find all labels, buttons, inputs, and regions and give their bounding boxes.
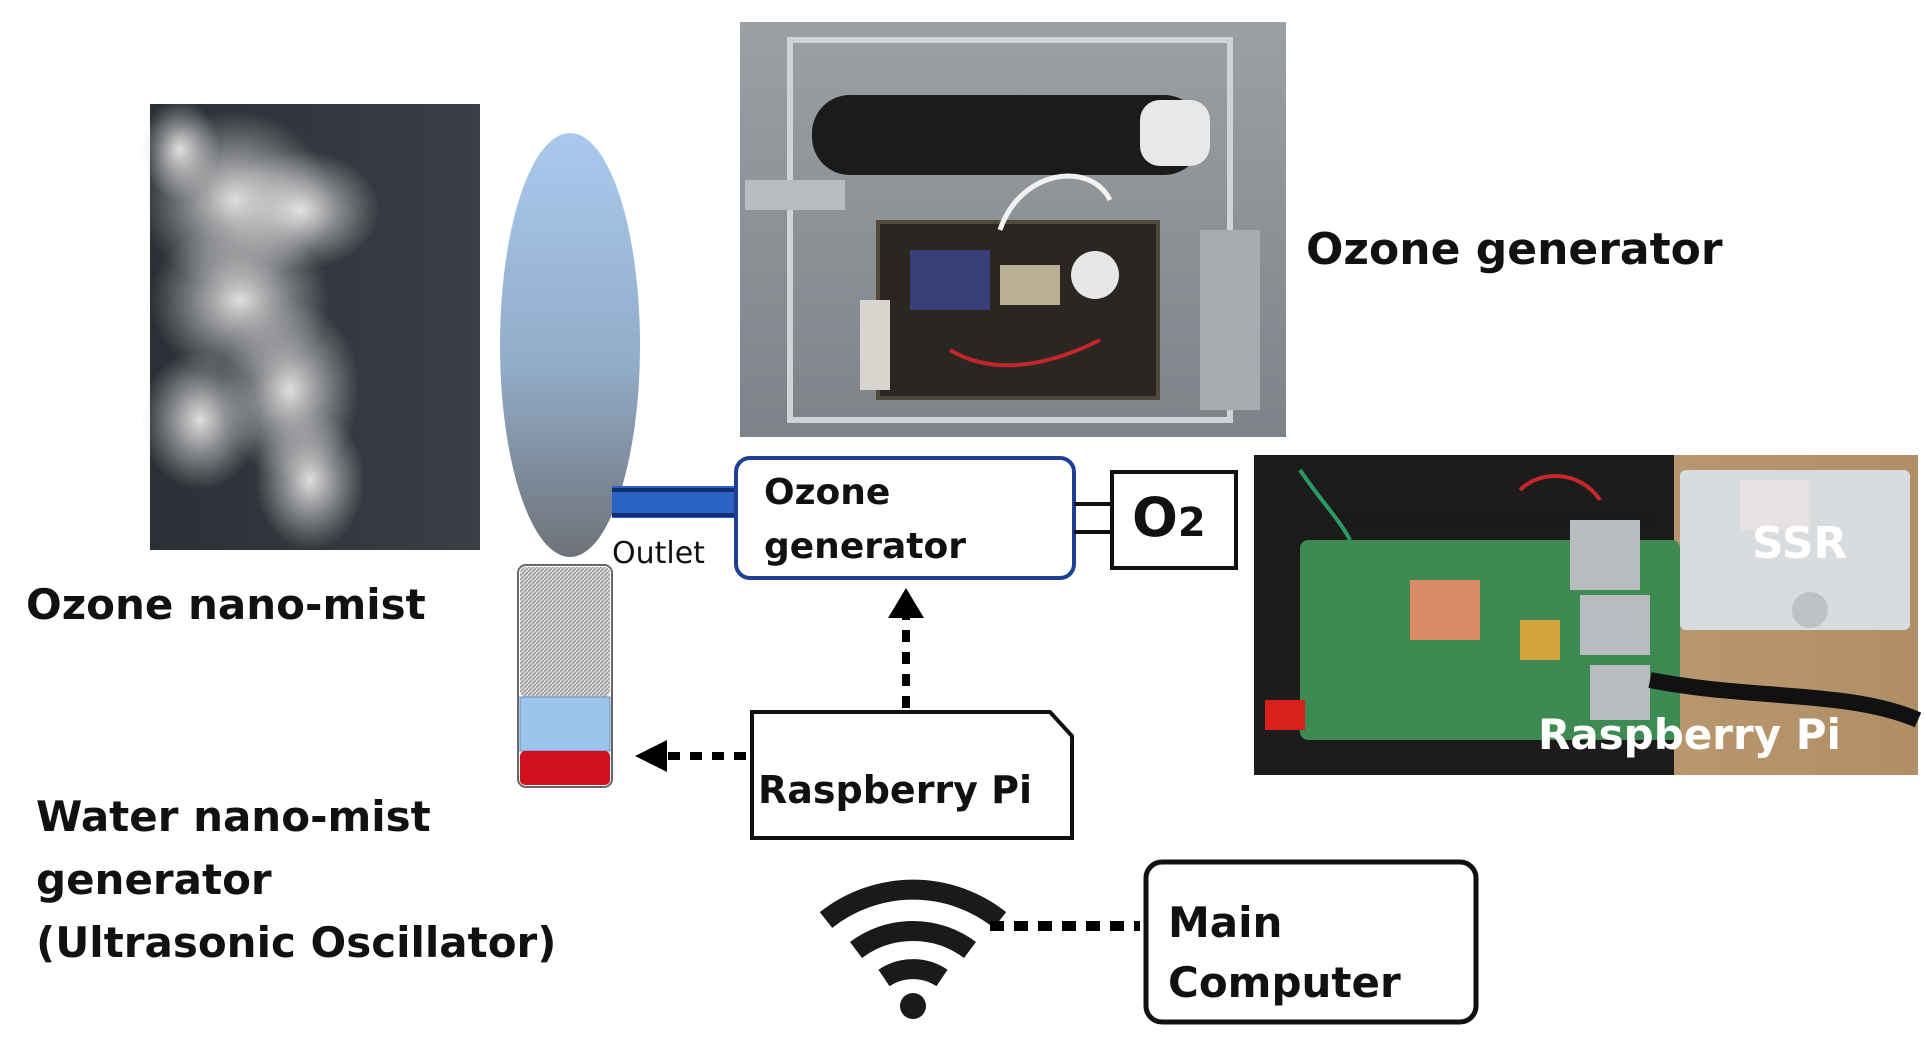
ssr-label: SSR	[1752, 518, 1848, 569]
ozone-generator-box	[734, 456, 1076, 580]
ozone-nanomist-label: Ozone nano-mist	[26, 580, 426, 629]
water-generator-label-line1: Water nano-mist	[36, 792, 431, 841]
main-computer-box	[1143, 859, 1479, 1025]
o2-subscript: 2	[1177, 500, 1206, 546]
mist-plume	[500, 133, 640, 557]
ozone-generator-box-label-line1: Ozone	[764, 472, 891, 513]
outlet-label: Outlet	[612, 536, 705, 571]
water-generator-label-line3: (Ultrasonic Oscillator)	[36, 918, 557, 967]
o2-letter: O	[1132, 486, 1178, 549]
ozone-generator-photo	[740, 22, 1286, 437]
raspberry-pi-box	[750, 710, 1074, 840]
nanomist-photo	[140, 100, 480, 550]
outlet-tube	[612, 486, 736, 518]
ozone-generator-photo-label: Ozone generator	[1306, 224, 1723, 275]
raspberry-pi-box-label: Raspberry Pi	[758, 768, 1033, 812]
wifi-icon	[819, 879, 1007, 1019]
ozone-generator-box-label-line2: generator	[764, 526, 966, 567]
raspberry-pi-photo-label: Raspberry Pi	[1538, 710, 1841, 759]
main-computer-label-line1: Main	[1168, 898, 1283, 947]
water-generator-label-line2: generator	[36, 855, 272, 904]
o2-box	[1110, 470, 1238, 570]
raspberry-pi-photo	[1254, 455, 1922, 775]
main-computer-label-line2: Computer	[1168, 958, 1401, 1007]
water-nanomist-generator	[517, 564, 613, 788]
o2-label: O2	[1132, 486, 1206, 549]
